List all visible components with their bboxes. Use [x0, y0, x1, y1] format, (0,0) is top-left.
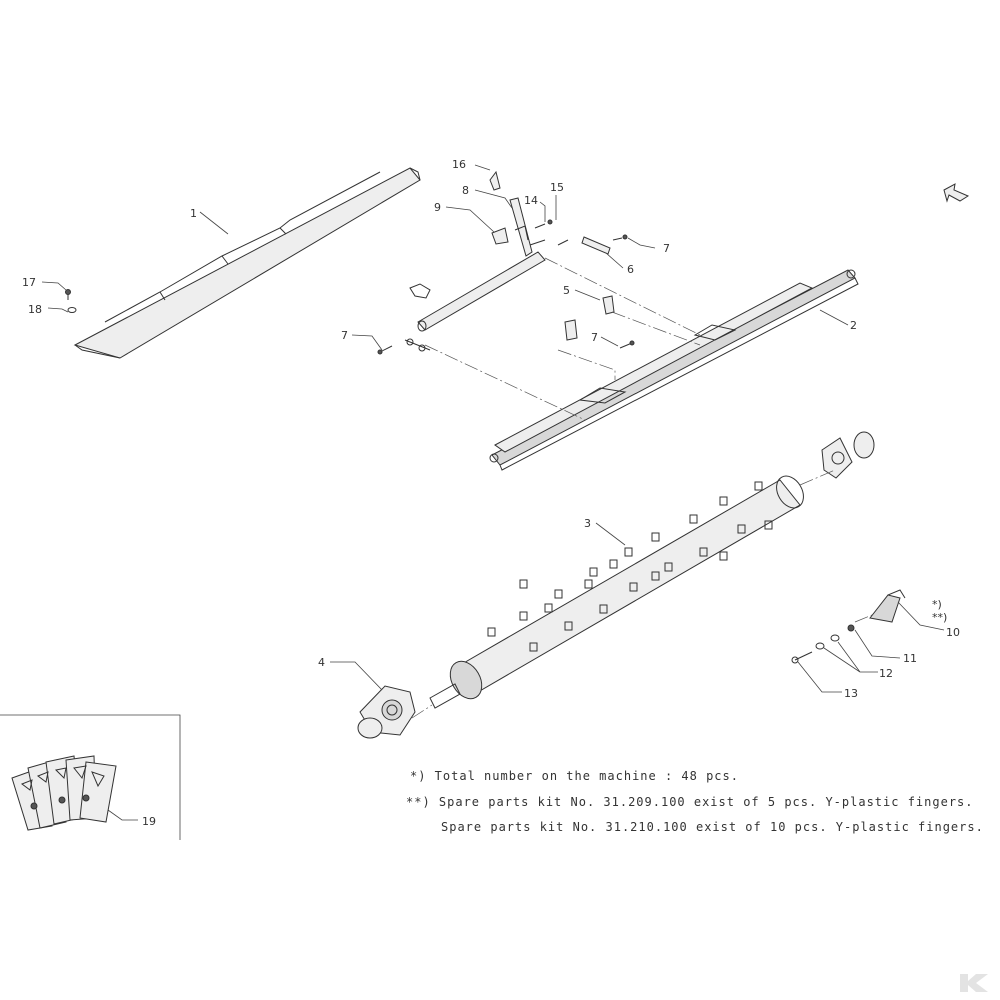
parts-17-18-screw-washer — [65, 289, 77, 313]
part-1-cover-plate — [73, 167, 421, 359]
callout-2: 2 — [850, 319, 857, 332]
callout-9: 9 — [434, 201, 441, 214]
part-10-y-finger — [869, 589, 906, 623]
callout-19: 19 — [142, 815, 156, 828]
callout-6: 6 — [627, 263, 634, 276]
callout-17: 17 — [22, 276, 36, 289]
callout-7b: 7 — [663, 242, 670, 255]
callout-14: 14 — [524, 194, 538, 207]
part-4-bearing — [357, 685, 416, 739]
k-logo-icon — [960, 974, 988, 992]
part-6-link — [581, 234, 628, 255]
callout-16: 16 — [452, 158, 466, 171]
callout-4: 4 — [318, 656, 325, 669]
arrow-right-icon — [943, 183, 970, 203]
callout-13: 13 — [844, 687, 858, 700]
footnote-spare-kit-10: Spare parts kit No. 31.210.100 exist of … — [441, 820, 984, 834]
decal-panel — [0, 714, 181, 840]
callout-star-1: *) — [932, 598, 942, 611]
callout-10: 10 — [946, 626, 960, 639]
callout-15: 15 — [550, 181, 564, 194]
callout-star-2: **) — [932, 611, 947, 624]
footnote-spare-kit-5: **) Spare parts kit No. 31.209.100 exist… — [406, 795, 974, 809]
callout-11: 11 — [903, 652, 917, 665]
callout-12: 12 — [879, 667, 893, 680]
small-bracket — [564, 319, 578, 341]
part-2-rail — [489, 269, 859, 471]
roller-end-flange — [821, 431, 875, 479]
part-3-roller — [429, 475, 804, 709]
callout-7a: 7 — [341, 329, 348, 342]
shaft-clip — [409, 283, 431, 299]
callout-1: 1 — [190, 207, 197, 220]
callout-labels: 1 2 3 4 5 6 7 7 7 8 9 10 11 12 13 14 15 … — [22, 158, 960, 828]
warning-decal-icon — [11, 755, 117, 831]
assembly-lines — [411, 257, 873, 719]
callout-3: 3 — [584, 517, 591, 530]
footnote-total-number: *) Total number on the machine : 48 pcs. — [410, 769, 739, 783]
leader-lines — [41, 164, 945, 821]
callout-8: 8 — [462, 184, 469, 197]
callout-5: 5 — [563, 284, 570, 297]
callout-18: 18 — [28, 303, 42, 316]
part-5-bracket — [602, 295, 615, 315]
callout-7c: 7 — [591, 331, 598, 344]
arm-assembly — [489, 170, 569, 257]
shaft-tube — [417, 251, 546, 332]
part-7-bolts — [377, 338, 635, 355]
parts-11-12-13-bolt-washers — [791, 624, 855, 664]
